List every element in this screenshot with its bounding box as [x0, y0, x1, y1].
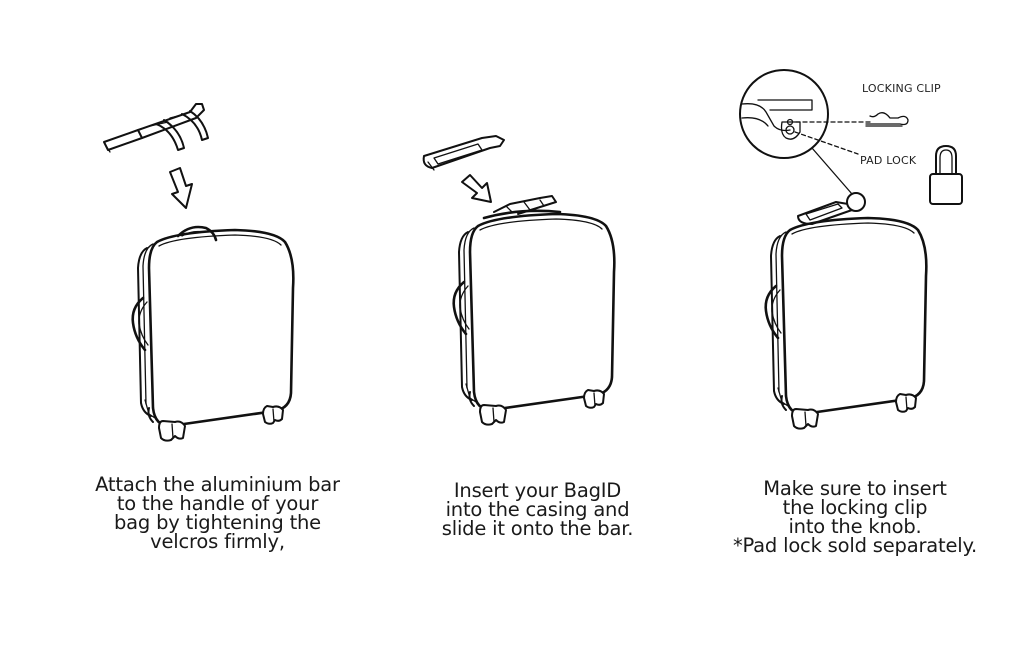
caption-line: bag by tightening the: [114, 511, 321, 534]
step-3-caption: Make sure to insert the locking clip int…: [720, 477, 990, 557]
arrow-down-icon: [169, 167, 193, 209]
magnifier-detail-circle: [739, 69, 829, 159]
pad-lock-label: PAD LOCK: [860, 154, 917, 167]
caption-line: the locking clip: [782, 496, 928, 519]
caption-line: slide it onto the bar.: [441, 517, 634, 540]
caption-line: into the knob.: [788, 515, 922, 538]
step-1-caption: Attach the aluminium bar to the handle o…: [85, 473, 350, 553]
locking-clip-icon: [865, 112, 909, 127]
caption-line: *Pad lock sold separately.: [732, 534, 978, 557]
padlock-icon: [929, 145, 963, 205]
step-1-illustration: [103, 103, 295, 442]
caption-line: Insert your BagID: [453, 479, 622, 502]
caption-line: to the handle of your: [116, 492, 319, 515]
caption-line: Attach the aluminium bar: [95, 473, 340, 496]
step-2-caption: Insert your BagID into the casing and sl…: [425, 479, 650, 540]
arrow-down-right-icon: [461, 174, 492, 203]
locking-clip-label: LOCKING CLIP: [862, 82, 941, 95]
aluminium-bar-with-velcros: [103, 103, 209, 153]
step-3-illustration: [739, 69, 963, 430]
bagid-casing: [422, 135, 505, 171]
caption-line: into the casing and: [445, 498, 630, 521]
caption-line: velcros firmly,: [150, 530, 285, 553]
caption-line: Make sure to insert: [763, 477, 947, 500]
step-2-illustration: [422, 135, 616, 426]
